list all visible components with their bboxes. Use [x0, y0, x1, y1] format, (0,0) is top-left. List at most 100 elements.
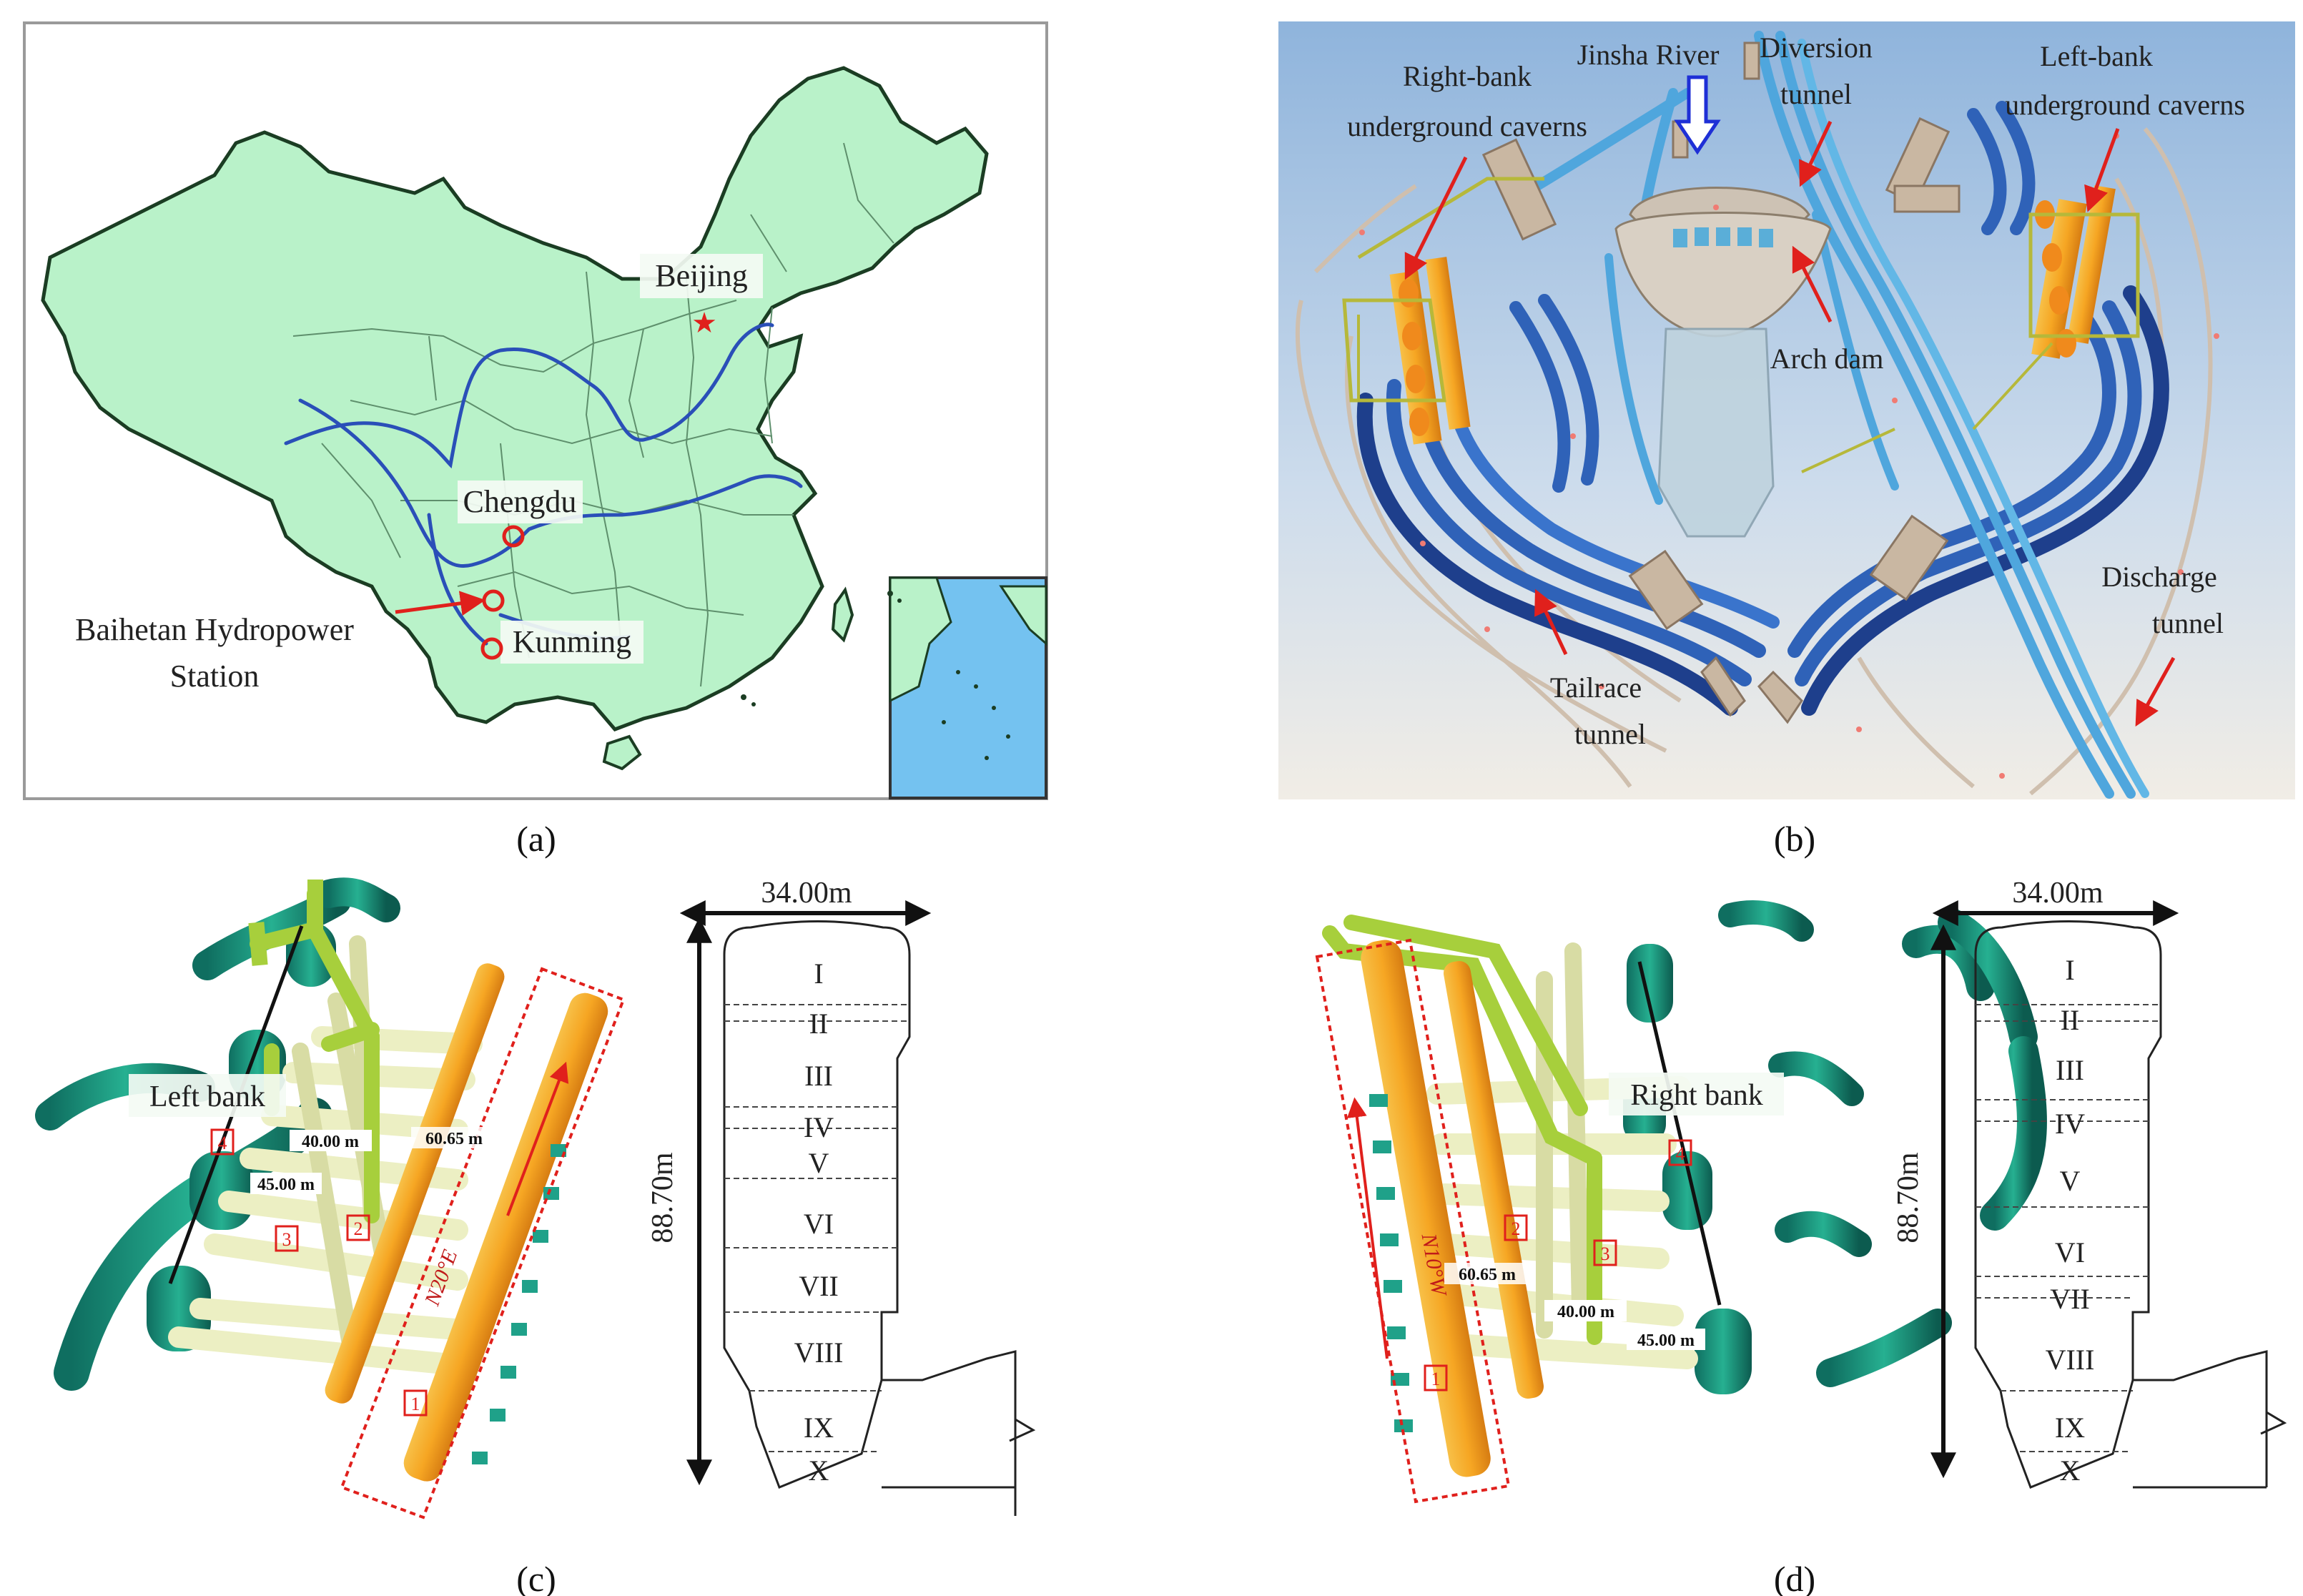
svg-text:4: 4 — [1676, 1143, 1685, 1164]
layer-label-1: I — [2065, 954, 2074, 986]
inset-land-2 — [999, 585, 1047, 646]
yellowgreen-shaft-2 — [307, 880, 323, 930]
layer-label-8: VIII — [2046, 1344, 2095, 1376]
panel-d-right-bank: N10°W Right bank 60.65 m 40.00 m 45.00 m… — [1315, 900, 2047, 1504]
dim-40-box — [290, 1130, 372, 1151]
tailrace-surge-cavern — [403, 992, 608, 1482]
dim-45-label: 45.00 m — [257, 1176, 315, 1194]
layer-label-10: X — [809, 1454, 829, 1487]
dim-60-label: 60.65 m — [425, 1130, 483, 1148]
dim-45-box — [1627, 1329, 1705, 1350]
layer-dividers — [724, 1004, 909, 1452]
marker-4: 4 — [1668, 1139, 1692, 1166]
dim-40-label: 40.00 m — [1557, 1303, 1614, 1321]
layer-label-1: I — [814, 957, 823, 990]
baihetan-arrow — [395, 591, 485, 616]
discharge-label-1: Discharge — [2101, 561, 2216, 593]
river-flow-arrow-icon — [1674, 75, 1721, 155]
layer-label-2: II — [2061, 1004, 2080, 1036]
marker-3: 3 — [1593, 1239, 1617, 1266]
layer-label-4: IV — [2055, 1108, 2085, 1140]
plunge-pool — [1657, 327, 1775, 538]
bank-label-box — [1609, 1073, 1784, 1115]
diversion-label-2: tunnel — [1780, 78, 1852, 110]
arch-dam — [1614, 187, 1832, 538]
beijing-label-box — [640, 254, 763, 298]
chengdu-label-box — [458, 481, 583, 523]
layer-label-2: II — [809, 1008, 829, 1040]
section-width-label: 34.00m — [2012, 877, 2104, 910]
layer-label-7: VII — [2050, 1283, 2090, 1315]
layer-label-5: V — [2060, 1165, 2081, 1197]
marker-3: 3 — [275, 1225, 299, 1252]
diversion-label-1: Diversion — [1760, 31, 1873, 64]
left-bank-caverns — [1801, 185, 2140, 473]
province-borders — [292, 142, 894, 687]
layer-label-3: III — [2056, 1054, 2084, 1086]
bank-label: Right bank — [1630, 1079, 1763, 1112]
yellowgreen-shaft-1 — [248, 922, 268, 966]
dashed-region-box — [1315, 938, 1511, 1504]
intake-structures — [1481, 41, 1961, 724]
dim-45-box — [250, 1173, 322, 1194]
inset-islands — [942, 670, 1010, 760]
section-width-label: 34.00m — [761, 877, 852, 910]
bank-label: Left bank — [149, 1080, 265, 1113]
svg-text:2: 2 — [354, 1218, 363, 1239]
svg-text:2: 2 — [1512, 1218, 1521, 1239]
marker-2: 2 — [1504, 1214, 1528, 1241]
kunming-label: Kunming — [513, 624, 631, 659]
dim-60-label: 60.65 m — [1459, 1266, 1516, 1284]
taiwan-island — [831, 586, 854, 643]
layer-label-5: V — [809, 1147, 829, 1179]
right-bank-label-2: underground caverns — [1347, 110, 1587, 142]
diversion-arrow — [1799, 120, 1833, 187]
arch-dam-arrow — [1792, 245, 1833, 323]
svg-text:1: 1 — [1431, 1369, 1441, 1389]
panel-c-section: 34.00m 88.70m I II III IV V VI VII VIII — [646, 877, 1036, 1516]
tailrace-arrow — [1534, 588, 1568, 656]
cavern-profile — [1974, 920, 2162, 1489]
marker-2: 2 — [346, 1214, 370, 1241]
dim-40-box — [1544, 1300, 1627, 1321]
dam-spillway-gates — [1673, 227, 1773, 247]
section-layer-labels: I II III IV V VI VII VIII IX X — [794, 957, 844, 1487]
svg-text:3: 3 — [1601, 1243, 1610, 1264]
left-bank-label-2: underground caverns — [2005, 89, 2245, 121]
beijing-label: Beijing — [655, 258, 748, 293]
left-bank-label-1: Left-bank — [2040, 40, 2153, 72]
break-line — [1009, 1418, 1036, 1442]
dim-60-box — [1444, 1263, 1530, 1284]
svg-text:1: 1 — [411, 1394, 420, 1414]
layer-label-6: VI — [2055, 1236, 2085, 1269]
outlet-studs — [472, 1144, 566, 1464]
chengdu-label: Chengdu — [463, 484, 577, 519]
marker-1: 1 — [1424, 1364, 1448, 1391]
layer-label-7: VII — [799, 1270, 839, 1302]
layer-label-6: VI — [804, 1208, 834, 1240]
section-height-label: 88.70m — [1892, 1152, 1925, 1243]
cavern-profile — [723, 920, 911, 1489]
right-bank-arrow — [1404, 156, 1468, 280]
layer-label-8: VIII — [794, 1336, 844, 1369]
dim-60-box — [411, 1127, 497, 1148]
station-label-line1: Baihetan Hydropower — [75, 612, 354, 647]
layer-dividers — [1976, 1004, 2161, 1452]
inset-land — [889, 576, 952, 703]
tailrace-label-2: tunnel — [1574, 718, 1646, 750]
panel-a-map: Beijing ★ Chengdu Baihetan Hydropower St… — [23, 21, 1048, 800]
dashed-region-box — [340, 967, 626, 1519]
left-bank-tailrace-tunnels — [1787, 101, 2169, 716]
islands — [741, 591, 902, 706]
left-bank-arrow — [2084, 128, 2120, 212]
dim-40-label: 40.00 m — [302, 1133, 359, 1151]
monitoring-points — [1359, 133, 2219, 779]
bank-line — [1637, 961, 1722, 1306]
panel-d-section: 34.00m 88.70m I II III IV V VI VII VIII — [1892, 877, 2287, 1489]
orientation-arrow — [1346, 1097, 1389, 1359]
caption-d: (d) — [1774, 1559, 1815, 1596]
break-line — [2260, 1411, 2287, 1435]
layer-label-9: IX — [804, 1412, 834, 1444]
hainan-island — [602, 734, 642, 771]
